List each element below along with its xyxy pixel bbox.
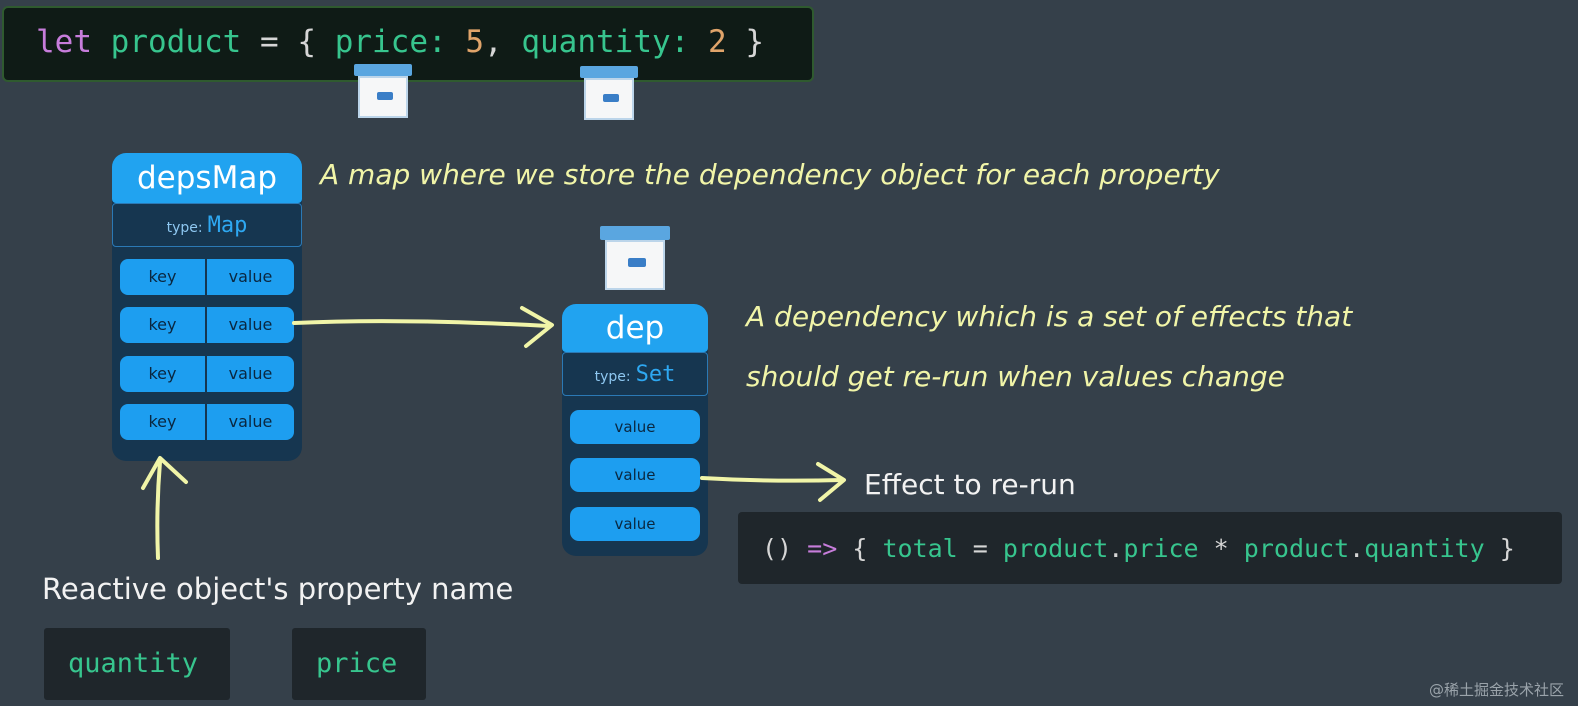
effect-close-brace: } <box>1499 534 1515 563</box>
depsmap-title: depsMap <box>112 153 302 203</box>
let-keyword: let <box>36 24 92 60</box>
effect-code-box <box>738 512 1562 584</box>
equals-sign: = <box>260 24 279 60</box>
depsmap-type: type: Map <box>112 203 302 247</box>
dep-description-line1: A dependency which is a set of effects t… <box>746 300 1353 333</box>
depsmap-type-value: Map <box>207 213 248 238</box>
dep-set-value: value <box>570 458 700 492</box>
close-brace: } <box>745 24 765 60</box>
property-box-quantity <box>44 628 230 700</box>
depsmap-key: key <box>120 356 205 392</box>
effect-arrow: => <box>807 534 838 563</box>
dep-type-label: type: <box>594 369 631 385</box>
effect-parens: () <box>762 534 793 563</box>
dep-set-value: value <box>570 507 700 541</box>
dep-box-icon <box>600 226 670 290</box>
depsmap-value: value <box>207 404 294 440</box>
dep-box-icon-quantity <box>580 66 638 120</box>
effect-label: Effect to re-run <box>864 468 1076 501</box>
depsmap-row: key value <box>120 259 294 295</box>
arrow-dep-to-effect <box>700 462 846 502</box>
effect-open-brace: { <box>852 534 868 563</box>
effect-equals: = <box>972 534 988 563</box>
dep-set-value: value <box>570 410 700 444</box>
effect-dot-2: . <box>1349 534 1365 563</box>
product-identifier: product <box>110 24 242 60</box>
depsmap-key: key <box>120 404 205 440</box>
comma: , <box>484 24 503 60</box>
effect-times: * <box>1213 534 1229 563</box>
property-name-label: Reactive object's property name <box>42 572 514 606</box>
depsmap-row: key value <box>120 307 294 343</box>
depsmap-row: key value <box>120 404 294 440</box>
price-key: price: <box>334 24 447 60</box>
arrow-depsmap-to-dep <box>292 306 554 348</box>
quantity-key: quantity: <box>521 24 690 60</box>
effect-code: () => { total = product.price * product.… <box>762 534 1515 563</box>
dep-box-icon-price <box>354 64 412 118</box>
effect-price: price <box>1123 534 1199 563</box>
dep-type-value: Set <box>635 362 676 387</box>
dep-title: dep <box>562 304 708 352</box>
depsmap-type-label: type: <box>166 220 203 236</box>
depsmap-description: A map where we store the dependency obje… <box>320 158 1220 191</box>
quantity-value: 2 <box>708 24 727 60</box>
dep-description-line2: should get re-run when values change <box>746 360 1285 393</box>
object-declaration: let product = { price: 5, quantity: 2 } <box>36 24 764 60</box>
depsmap-value: value <box>207 356 294 392</box>
arrow-property-to-depsmap <box>141 456 188 560</box>
depsmap-card: depsMap type: Map key value key value ke… <box>112 153 302 461</box>
property-box-price <box>292 628 426 700</box>
dep-type: type: Set <box>562 352 708 396</box>
effect-product-2: product <box>1243 534 1350 563</box>
depsmap-key: key <box>120 259 205 295</box>
effect-product-1: product <box>1002 534 1109 563</box>
property-price: price <box>316 648 398 679</box>
effect-quantity: quantity <box>1364 534 1485 563</box>
depsmap-value: value <box>207 259 294 295</box>
effect-total: total <box>882 534 958 563</box>
open-brace: { <box>297 24 317 60</box>
price-value: 5 <box>465 24 485 60</box>
depsmap-key: key <box>120 307 205 343</box>
depsmap-row: key value <box>120 356 294 392</box>
effect-dot-1: . <box>1108 534 1124 563</box>
dep-card: dep type: Set value value value <box>562 304 708 556</box>
property-quantity: quantity <box>68 648 199 679</box>
watermark: @稀土掘金技术社区 <box>1428 681 1564 699</box>
depsmap-value: value <box>207 307 294 343</box>
